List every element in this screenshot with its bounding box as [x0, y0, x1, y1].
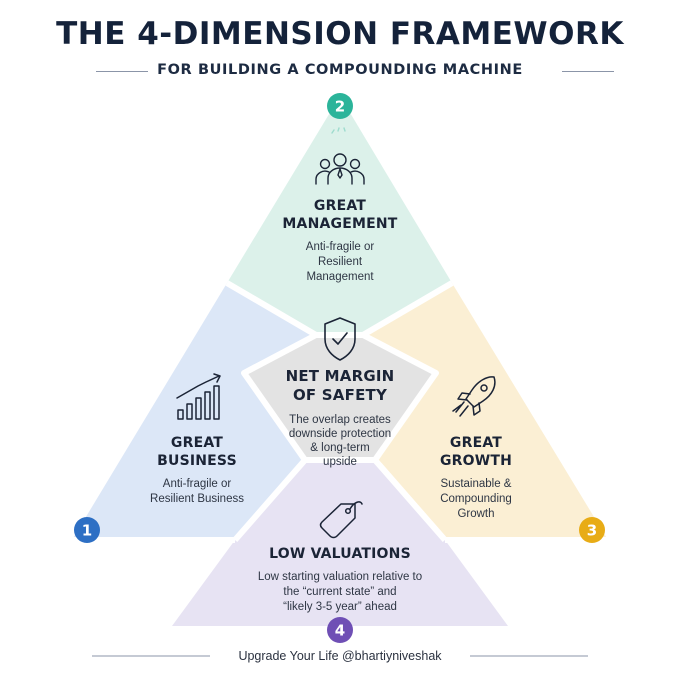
management-heading-line-2: MANAGEMENT — [282, 216, 398, 232]
growth-heading-line-2: GROWTH — [439, 453, 513, 469]
subtitle-rule-left — [96, 71, 148, 72]
bar-chart-arrow-icon — [176, 373, 221, 420]
region-business — [72, 283, 316, 540]
business-text: GREAT BUSINESS Anti-fragile or Resilient… — [117, 434, 277, 507]
center-text: NET MARGIN OF SAFETY The overlap creates… — [265, 367, 415, 469]
business-heading-line-2: BUSINESS — [157, 453, 237, 469]
badge-4: 4 — [327, 617, 353, 643]
valuations-description: Low starting valuation relative to the “… — [220, 570, 460, 615]
shield-check-icon — [324, 317, 356, 361]
badge-4-number: 4 — [335, 622, 345, 640]
badge-2-number: 2 — [335, 98, 345, 116]
page-title: THE 4-DIMENSION FRAMEWORK — [56, 16, 624, 52]
region-separators — [72, 280, 608, 543]
business-description-line: Anti-fragile or — [162, 478, 232, 490]
center-description: The overlap creates downside protection … — [265, 413, 415, 469]
center-heading-line-2: OF SAFETY — [292, 386, 388, 404]
growth-description: Sustainable & Compounding Growth — [396, 477, 556, 522]
growth-text: GREAT GROWTH Sustainable & Compounding G… — [396, 434, 556, 522]
region-valuations — [172, 460, 508, 626]
subtitle-rule-right — [562, 71, 614, 72]
region-management — [227, 96, 452, 335]
badge-2: 2 — [327, 93, 353, 119]
team-icon — [315, 127, 365, 185]
management-description-line: Management — [306, 271, 374, 283]
management-description-line: Resilient — [317, 256, 363, 268]
center-description-line: upside — [323, 456, 357, 468]
management-text: GREAT MANAGEMENT Anti-fragile or Resilie… — [260, 197, 420, 285]
growth-description-line: Compounding — [440, 493, 512, 505]
badge-3: 3 — [579, 517, 605, 543]
valuations-description-line: “likely 3-5 year” ahead — [283, 601, 397, 613]
growth-description-line: Sustainable & — [440, 478, 512, 490]
business-heading-line-1: GREAT — [170, 435, 224, 451]
badge-1-number: 1 — [82, 522, 92, 540]
growth-description-line: Growth — [457, 508, 495, 520]
page-subtitle: FOR BUILDING A COMPOUNDING MACHINE — [157, 62, 523, 78]
badge-1: 1 — [74, 517, 100, 543]
valuations-heading: LOW VALUATIONS — [269, 546, 411, 562]
subtitle-row: FOR BUILDING A COMPOUNDING MACHINE — [0, 62, 680, 82]
price-tag-icon — [319, 501, 363, 539]
business-description-line: Resilient Business — [150, 493, 244, 505]
management-description: Anti-fragile or Resilient Management — [260, 240, 420, 285]
center-description-line: The overlap creates — [289, 414, 391, 426]
region-center — [244, 335, 436, 460]
valuations-description-line: the “current state” and — [283, 586, 397, 598]
badge-3-number: 3 — [587, 522, 597, 540]
center-description-line: downside protection — [288, 428, 392, 440]
growth-heading-line-1: GREAT — [449, 435, 503, 451]
valuations-description-line: Low starting valuation relative to — [257, 571, 423, 583]
management-description-line: Anti-fragile or — [305, 241, 375, 253]
region-growth — [363, 283, 608, 540]
center-heading-line-1: NET MARGIN — [285, 367, 395, 385]
center-description-line: & long-term — [310, 442, 370, 454]
rocket-icon — [452, 376, 496, 417]
business-description: Anti-fragile or Resilient Business — [117, 477, 277, 507]
management-heading-line-1: GREAT — [313, 198, 367, 214]
valuations-text: LOW VALUATIONS Low starting valuation re… — [220, 545, 460, 615]
footer-credit: Upgrade Your Life @bhartiyniveshak — [238, 649, 442, 663]
